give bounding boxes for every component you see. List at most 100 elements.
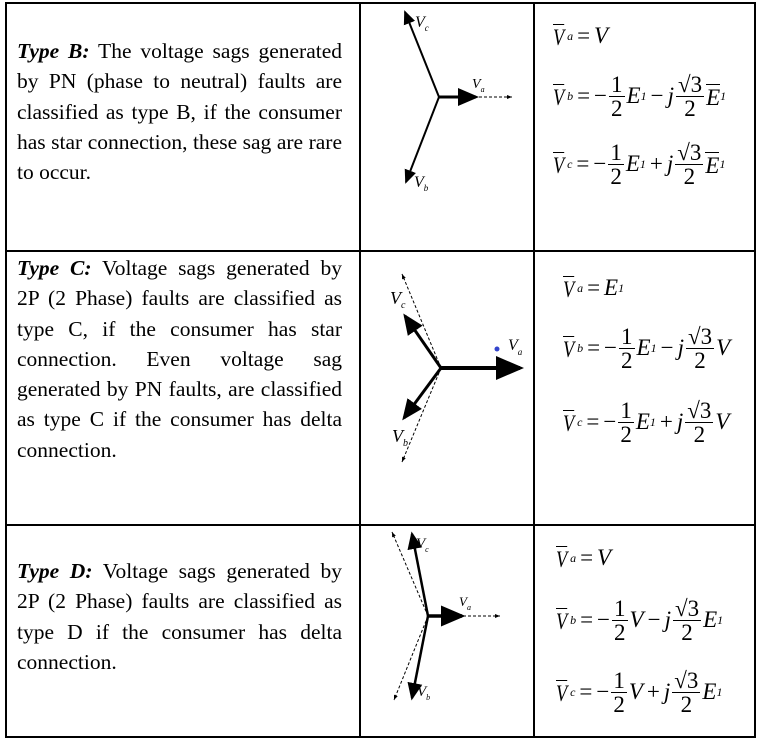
minus-sign: − bbox=[596, 679, 610, 704]
imaginary-unit: j bbox=[663, 679, 671, 704]
minus-sign: − bbox=[603, 409, 617, 434]
subscript: 1 bbox=[716, 684, 723, 699]
term: E bbox=[703, 607, 718, 632]
vc-label: Vc bbox=[415, 14, 429, 33]
rhs-term: V bbox=[594, 23, 609, 48]
subscript: c bbox=[577, 414, 583, 429]
rhs-term: E bbox=[604, 275, 619, 300]
operator: + bbox=[646, 679, 660, 704]
phasor-symbol: V bbox=[553, 151, 565, 178]
subscript: a bbox=[577, 280, 584, 295]
term: V bbox=[716, 335, 731, 360]
va-label: Va bbox=[472, 77, 485, 94]
subscript: 1 bbox=[720, 88, 727, 103]
table-border bbox=[5, 2, 756, 4]
term: E bbox=[635, 409, 650, 434]
vb-label: Vb bbox=[414, 174, 429, 193]
operator: − bbox=[660, 335, 674, 360]
subscript: 1 bbox=[717, 612, 724, 627]
subscript: 1 bbox=[639, 156, 646, 171]
column-divider bbox=[359, 3, 361, 738]
phasor-symbol: V bbox=[556, 545, 568, 572]
imaginary-unit: j bbox=[667, 83, 674, 108]
minus-sign: − bbox=[594, 83, 608, 108]
term: V bbox=[629, 607, 644, 632]
table-border bbox=[5, 3, 7, 738]
phasor-symbol: V bbox=[553, 23, 565, 50]
table-border bbox=[5, 736, 756, 738]
subscript: b bbox=[577, 340, 584, 355]
vb-label: Vb bbox=[417, 684, 430, 702]
type-d-phasor-diagram: Vc Va Vb bbox=[391, 531, 500, 702]
subscript: 1 bbox=[650, 340, 657, 355]
imaginary-unit: j bbox=[676, 409, 684, 434]
operator: + bbox=[649, 151, 663, 176]
term: E bbox=[706, 83, 721, 110]
minus-sign: − bbox=[604, 335, 618, 360]
phasor-symbol: V bbox=[563, 335, 575, 362]
type-label: Type C: bbox=[17, 256, 92, 280]
description-text: Voltage sags generated by 2P (2 Phase) f… bbox=[17, 559, 343, 674]
term: E bbox=[636, 335, 651, 360]
description-text: Voltage sags generated by 2P (2 Phase) f… bbox=[17, 256, 343, 462]
type-d-description: Type D: Voltage sags generated by 2P (2 … bbox=[17, 556, 342, 677]
type-c-phasor-diagram: Vc Va Vb bbox=[390, 273, 524, 463]
imaginary-unit: j bbox=[666, 151, 674, 176]
type-b-phasor-diagram: Vc Va Vb bbox=[403, 10, 512, 193]
operator: − bbox=[647, 607, 661, 632]
minus-sign: − bbox=[593, 151, 607, 176]
imaginary-unit: j bbox=[677, 335, 684, 360]
vc-label: Vc bbox=[416, 536, 429, 554]
operator: + bbox=[659, 409, 673, 434]
minus-sign: − bbox=[597, 607, 611, 632]
term: E bbox=[626, 83, 641, 108]
subscript: b bbox=[570, 612, 577, 627]
term: E bbox=[705, 151, 720, 178]
row-divider bbox=[5, 524, 756, 526]
term: V bbox=[628, 679, 643, 704]
phasor-symbol: V bbox=[563, 275, 575, 302]
type-label: Type B: bbox=[17, 39, 90, 63]
phasor-symbol: V bbox=[556, 679, 568, 706]
phasor-symbol: V bbox=[553, 83, 565, 110]
description-text: The voltage sags generated by PN (phase … bbox=[17, 39, 343, 185]
dot-marker bbox=[494, 346, 500, 352]
subscript: c bbox=[567, 156, 573, 171]
row-divider bbox=[5, 250, 756, 252]
subscript: 1 bbox=[649, 414, 656, 429]
table-border bbox=[754, 3, 756, 738]
subscript: 1 bbox=[618, 280, 625, 295]
imaginary-unit: j bbox=[664, 607, 671, 632]
subscript: c bbox=[570, 684, 576, 699]
term: E bbox=[702, 679, 717, 704]
va-label: Va bbox=[459, 594, 471, 612]
operator: − bbox=[650, 83, 664, 108]
subscript: 1 bbox=[640, 88, 647, 103]
phasor-symbol: V bbox=[563, 409, 575, 436]
vc-label: Vc bbox=[390, 288, 406, 311]
type-label: Type D: bbox=[17, 559, 93, 583]
term: E bbox=[625, 151, 640, 176]
type-b-description: Type B: The voltage sags generated by PN… bbox=[17, 36, 342, 187]
term: V bbox=[715, 409, 730, 434]
vb-label: Vb bbox=[392, 426, 408, 449]
rhs-term: V bbox=[597, 545, 612, 570]
